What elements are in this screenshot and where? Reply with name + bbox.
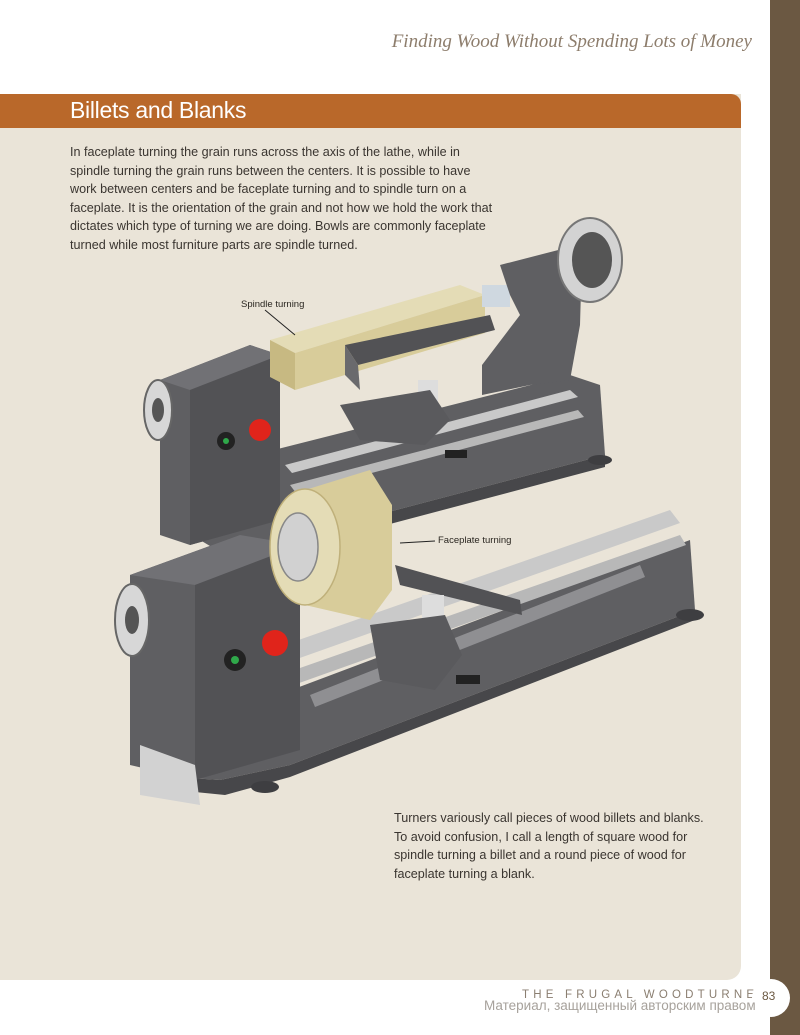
side-color-bar — [770, 0, 800, 1035]
copyright-watermark: Материал, защищенный авторским правом — [484, 998, 756, 1013]
running-head: Finding Wood Without Spending Lots of Mo… — [391, 31, 752, 52]
faceplate-callout-line — [399, 540, 436, 544]
page-number-circle — [752, 979, 790, 1017]
book-title-footer: THE FRUGAL WOODTURNER — [522, 989, 771, 1001]
spindle-callout-line — [264, 309, 296, 336]
caption-paragraph: Turners variously call pieces of wood bi… — [394, 811, 704, 881]
faceplate-lathe — [114, 470, 704, 805]
intro-paragraph: In faceplate turning the grain runs acro… — [70, 145, 493, 252]
lathe-illustration — [114, 217, 704, 805]
section-title-bar: Billets and Blanks — [0, 94, 741, 128]
page-number: 83 — [762, 989, 776, 1003]
faceplate-turning-callout: Faceplate turning — [438, 535, 512, 546]
section-title: Billets and Blanks — [70, 97, 247, 123]
spindle-turning-callout: Spindle turning — [241, 299, 305, 310]
